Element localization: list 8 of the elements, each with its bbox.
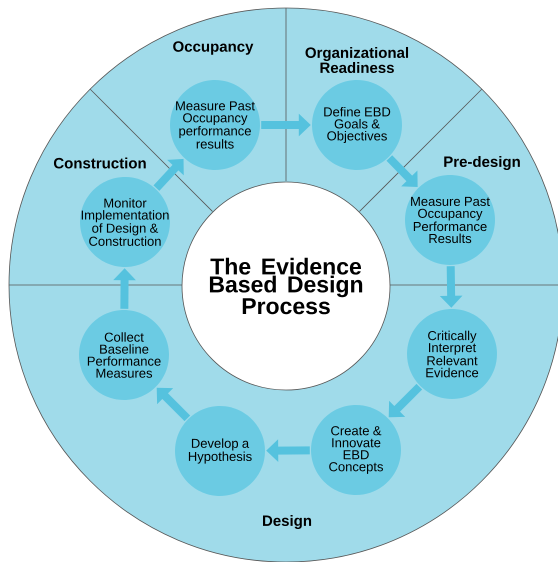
sector: Design bbox=[263, 514, 312, 530]
sector: Organizational Readiness bbox=[306, 46, 408, 74]
sector: Construction bbox=[54, 158, 146, 168]
block-arrow bbox=[386, 155, 418, 187]
block-arrow bbox=[156, 388, 190, 422]
block-arrow bbox=[388, 384, 422, 418]
sector: Pre-design bbox=[444, 156, 520, 170]
sector: Occupancy bbox=[173, 41, 254, 55]
